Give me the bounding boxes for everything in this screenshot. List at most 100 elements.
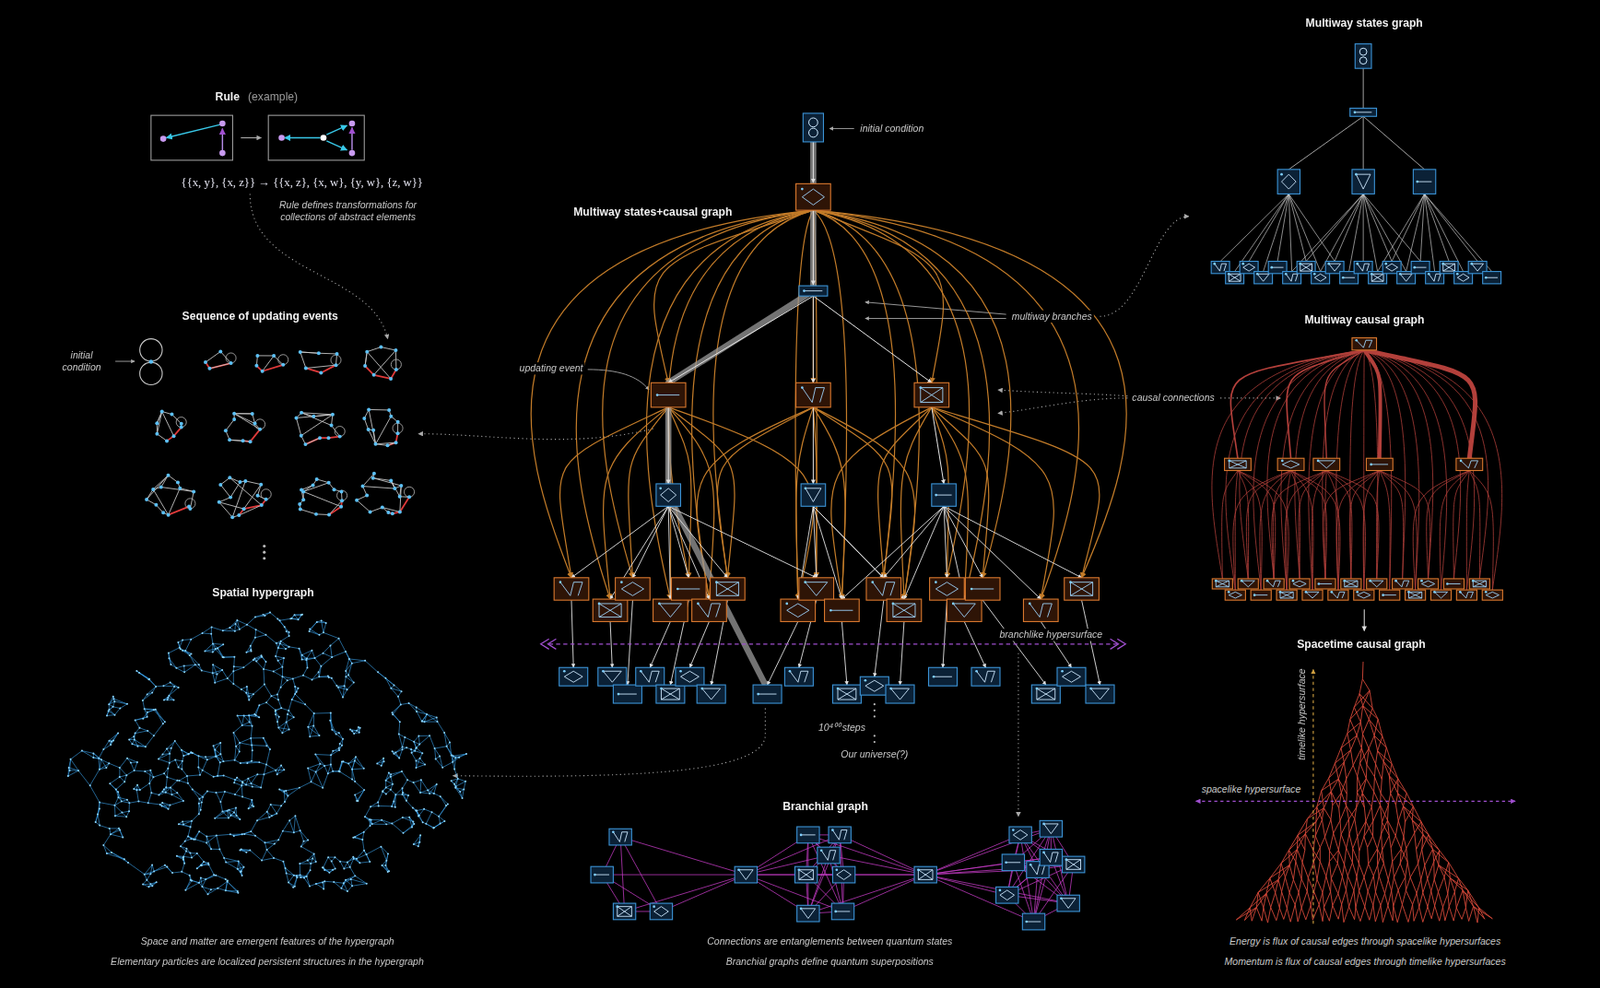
state-box	[553, 577, 589, 600]
graph-vertex	[165, 776, 168, 778]
graph-vertex	[864, 679, 868, 683]
graph-vertex	[398, 732, 400, 735]
graph-vertex	[268, 816, 271, 819]
graph-vertex	[133, 769, 136, 772]
graph-vertex	[400, 703, 402, 706]
illustration-line	[745, 835, 840, 875]
state-box	[612, 684, 642, 704]
graph-vertex	[462, 788, 465, 791]
update-sequence	[140, 339, 415, 520]
illustration-line	[1406, 193, 1425, 271]
graph-vertex	[276, 694, 279, 696]
state-box-outline	[1315, 578, 1336, 589]
graph-vertex	[276, 720, 279, 723]
graph-vertex	[180, 768, 183, 771]
graph-vertex	[408, 816, 411, 819]
illustration-line	[1379, 470, 1390, 591]
state-box	[1482, 271, 1502, 284]
graph-vertex	[407, 494, 412, 499]
graph-vertex	[249, 645, 252, 648]
graph-vertex	[1342, 579, 1346, 583]
graph-vertex	[340, 489, 344, 494]
graph-vertex	[183, 862, 186, 865]
graph-vertex	[279, 642, 282, 645]
graph-vertex	[143, 707, 146, 710]
graph-vertex	[870, 580, 874, 584]
graph-vertex	[213, 682, 216, 684]
graph-vertex	[240, 688, 243, 691]
graph-vertex	[1407, 590, 1411, 594]
graph-vertex	[165, 866, 168, 869]
illustration-line	[692, 210, 814, 600]
graph-vertex	[112, 697, 115, 700]
state-box-outline	[590, 866, 613, 883]
illustration-line	[156, 411, 162, 424]
state-box	[824, 599, 860, 622]
graph-vertex	[330, 860, 333, 863]
graph-vertex	[407, 794, 410, 797]
graph-vertex	[284, 647, 287, 650]
graph-vertex	[1305, 590, 1308, 594]
graph-vertex	[118, 828, 121, 831]
spatial-hypergraph	[67, 611, 468, 896]
graph-vertex	[177, 766, 180, 769]
graph-vertex	[390, 822, 393, 824]
graph-vertex	[873, 741, 876, 743]
graph-vertex	[237, 859, 240, 862]
graph-vertex	[338, 731, 341, 734]
annotation-text: Our universe(?)	[838, 748, 910, 761]
graph-vertex	[214, 791, 217, 794]
state-box	[1443, 578, 1464, 589]
state-box-outline	[1482, 589, 1503, 600]
illustration-group	[530, 210, 1127, 600]
graph-vertex	[1368, 579, 1372, 583]
graph-vertex	[107, 710, 110, 713]
state-box-outline	[559, 667, 589, 686]
illustration-line	[245, 481, 261, 485]
graph-vertex	[917, 868, 920, 871]
graph-vertex	[411, 821, 414, 824]
graph-vertex	[445, 804, 448, 807]
graph-vertex	[417, 735, 420, 738]
graph-vertex	[282, 768, 285, 771]
graph-vertex	[458, 790, 461, 793]
illustration-line	[1471, 263, 1484, 271]
graph-vertex	[342, 868, 345, 871]
graph-vertex	[125, 774, 128, 777]
graph-vertex	[215, 835, 218, 837]
illustration-line	[1091, 688, 1110, 700]
graph-vertex	[98, 824, 101, 827]
graph-vertex	[256, 494, 260, 498]
graph-vertex	[232, 670, 235, 672]
illustration-line	[1237, 470, 1276, 579]
graph-vertex	[306, 726, 309, 729]
illustration-line	[739, 870, 754, 881]
graph-vertex	[601, 670, 605, 673]
graph-vertex	[1420, 579, 1424, 583]
illustration-line	[305, 364, 337, 368]
illustration-line	[1282, 174, 1297, 189]
graph-vertex	[295, 874, 298, 877]
spacetime-causal-graph	[1196, 661, 1517, 924]
graph-vertex	[274, 655, 277, 658]
graph-vertex	[240, 870, 243, 872]
graph-vertex	[327, 675, 330, 678]
graph-vertex	[235, 807, 237, 810]
graph-vertex	[146, 716, 149, 718]
state-box-outline	[1031, 684, 1060, 704]
graph-vertex	[110, 851, 113, 854]
graph-vertex	[98, 801, 101, 804]
graph-vertex	[696, 602, 700, 606]
illustration-line	[1457, 273, 1470, 282]
state-box-outline	[635, 667, 665, 686]
graph-vertex	[213, 748, 216, 751]
graph-vertex	[283, 625, 286, 628]
state-box	[615, 577, 651, 600]
graph-vertex	[306, 859, 309, 862]
graph-vertex	[918, 386, 922, 389]
graph-vertex	[387, 408, 391, 412]
graph-vertex	[128, 810, 130, 812]
graph-vertex	[414, 766, 417, 769]
graph-vertex	[1035, 687, 1039, 691]
graph-vertex	[141, 883, 144, 886]
